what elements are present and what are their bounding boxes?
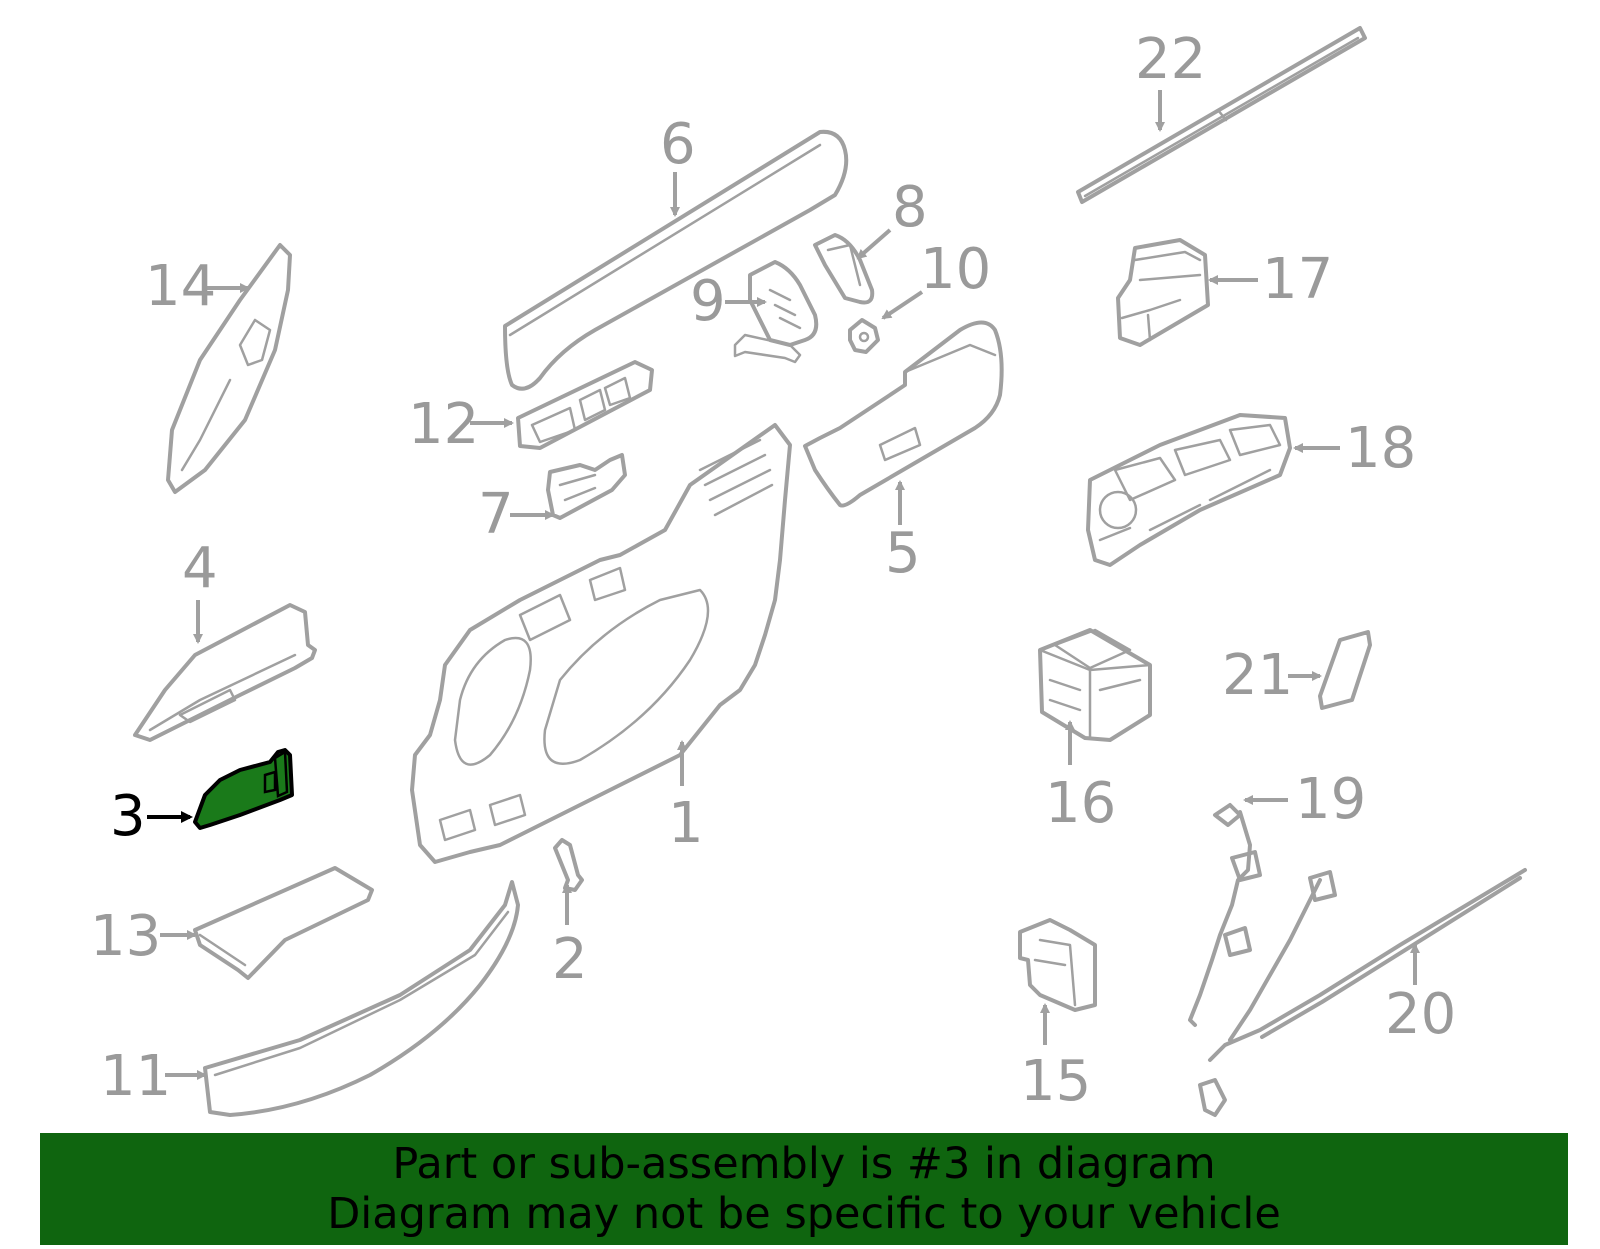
part-12-window-switch (516, 360, 654, 450)
part-4-handle-housing (133, 603, 317, 742)
part-11-lower-trim (203, 880, 520, 1117)
part-22-belt-molding (1076, 26, 1367, 204)
banner-line-part-number: Part or sub-assembly is #3 in diagram (392, 1139, 1216, 1189)
callout-11: 11 (100, 1044, 171, 1109)
part-2-clip (553, 838, 584, 892)
callout-16: 16 (1045, 771, 1116, 836)
callout-15: 15 (1020, 1049, 1091, 1114)
part-1-door-panel (410, 423, 792, 864)
part-14-pillar-trim (166, 243, 292, 494)
part-7-bracket (546, 453, 627, 520)
callout-4: 4 (182, 536, 218, 601)
callout-3-highlighted: 3 (110, 784, 146, 849)
part-6-upper-trim (503, 129, 849, 391)
callout-18: 18 (1345, 416, 1416, 481)
part-16-switch-block (1038, 628, 1152, 742)
banner-line-disclaimer: Diagram may not be specific to your vehi… (327, 1189, 1281, 1239)
callout-6: 6 (660, 112, 696, 177)
callout-9: 9 (690, 269, 726, 334)
part-5-armrest (803, 320, 1004, 508)
callout-13: 13 (90, 904, 161, 969)
callout-8: 8 (892, 175, 928, 240)
callout-12: 12 (408, 392, 479, 457)
part-20-harness (1198, 868, 1527, 1117)
callout-22: 22 (1135, 27, 1206, 92)
callout-14: 14 (145, 254, 216, 319)
callout-19: 19 (1295, 767, 1366, 832)
part-3-handle-highlighted (193, 748, 294, 830)
callout-2: 2 (552, 927, 588, 992)
part-15-switch (1018, 918, 1097, 1012)
callout-21: 21 (1222, 643, 1293, 708)
part-9-switch-bezel (733, 260, 819, 364)
info-banner: Part or sub-assembly is #3 in diagram Di… (40, 1133, 1568, 1245)
part-10-clip (848, 318, 880, 354)
part-21-cover (1318, 630, 1372, 710)
part-18-master-switch (1086, 413, 1292, 567)
callout-1: 1 (668, 791, 704, 856)
part-17-switch (1116, 238, 1210, 347)
callout-labels: 22 6 8 10 9 14 17 12 18 7 5 4 21 16 1 19… (90, 27, 1456, 1114)
callout-20: 20 (1385, 982, 1456, 1047)
callout-17: 17 (1262, 247, 1333, 312)
callout-5: 5 (885, 521, 921, 586)
callout-7: 7 (478, 482, 514, 547)
callout-10: 10 (920, 237, 991, 302)
leader-arrows (147, 90, 1420, 1080)
part-19-harness (1188, 803, 1262, 1027)
part-13-map-pocket (193, 866, 374, 980)
part-8-bezel (813, 233, 875, 305)
